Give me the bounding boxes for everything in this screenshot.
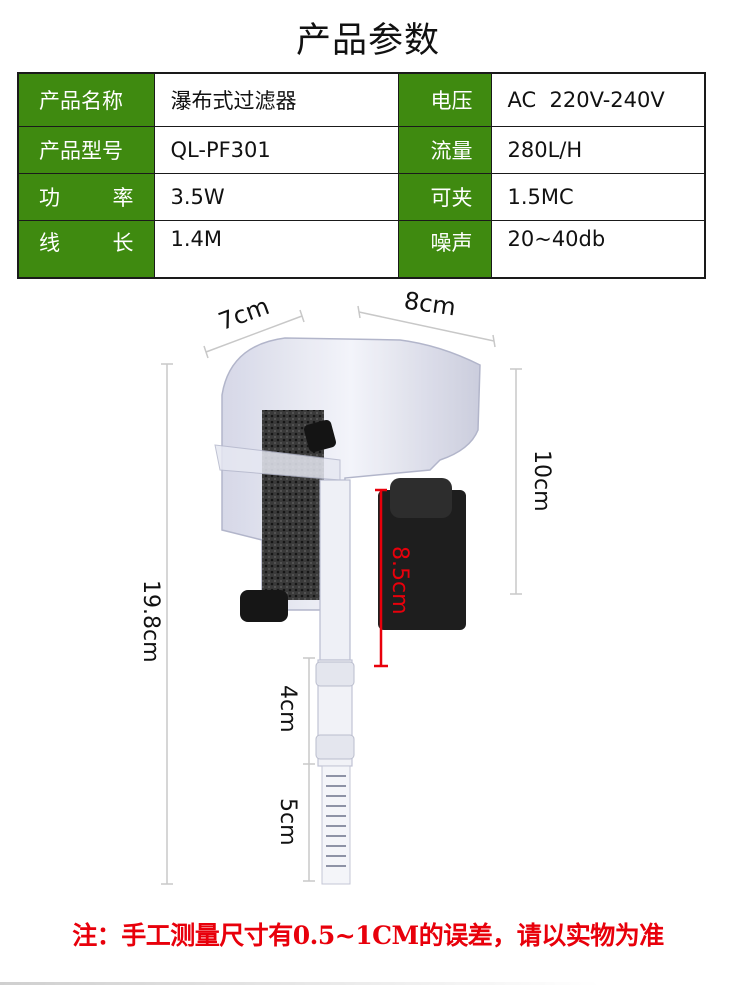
spec-table: 产品名称 瀑布式过滤器 电压 AC 220V-240V 产品型号 QL-PF30… — [17, 72, 706, 279]
spec-row: 产品名称 瀑布式过滤器 电压 AC 220V-240V — [17, 72, 706, 127]
tube-segment-1-label: 4cm — [275, 685, 300, 733]
spec-label: 产品名称 — [17, 72, 155, 127]
submerged-dimension-line — [374, 488, 388, 668]
spec-row: 功率 3.5W 可夹 1.5MC — [17, 173, 706, 221]
tube-segment-2-label: 5cm — [275, 798, 300, 846]
spec-value: 1.5MC — [490, 173, 706, 221]
spec-label: 功率 — [17, 173, 155, 221]
spec-value: 1.4M — [153, 220, 399, 279]
spec-label: 电压 — [397, 72, 492, 127]
measurement-note: 注：手工测量尺寸有0.5~1CM的误差，请以实物为准 — [72, 921, 664, 950]
spec-label: 产品型号 — [17, 126, 155, 174]
dimension-lines — [161, 305, 522, 885]
spec-value: AC 220V-240V — [490, 72, 706, 127]
spec-row: 线长 1.4M 噪声 20~40db — [17, 220, 706, 279]
spec-label: 线长 — [17, 220, 155, 279]
spec-label: 可夹 — [397, 173, 492, 221]
total-height-label: 19.8cm — [138, 580, 163, 663]
bottom-divider — [0, 982, 600, 985]
submerged-height-label: 8.5cm — [387, 546, 412, 615]
strainer-slots — [326, 775, 346, 867]
spec-value: 20~40db — [490, 220, 706, 279]
spec-value: 3.5W — [153, 173, 399, 221]
spec-value: 280L/H — [490, 126, 706, 174]
spec-label: 噪声 — [397, 220, 492, 279]
spec-label: 流量 — [397, 126, 492, 174]
spec-row: 产品型号 QL-PF301 流量 280L/H — [17, 126, 706, 174]
spec-value: 瀑布式过滤器 — [153, 72, 399, 127]
spec-value: QL-PF301 — [153, 126, 399, 174]
page-title: 产品参数 — [295, 21, 440, 61]
body-height-label: 10cm — [529, 450, 554, 512]
